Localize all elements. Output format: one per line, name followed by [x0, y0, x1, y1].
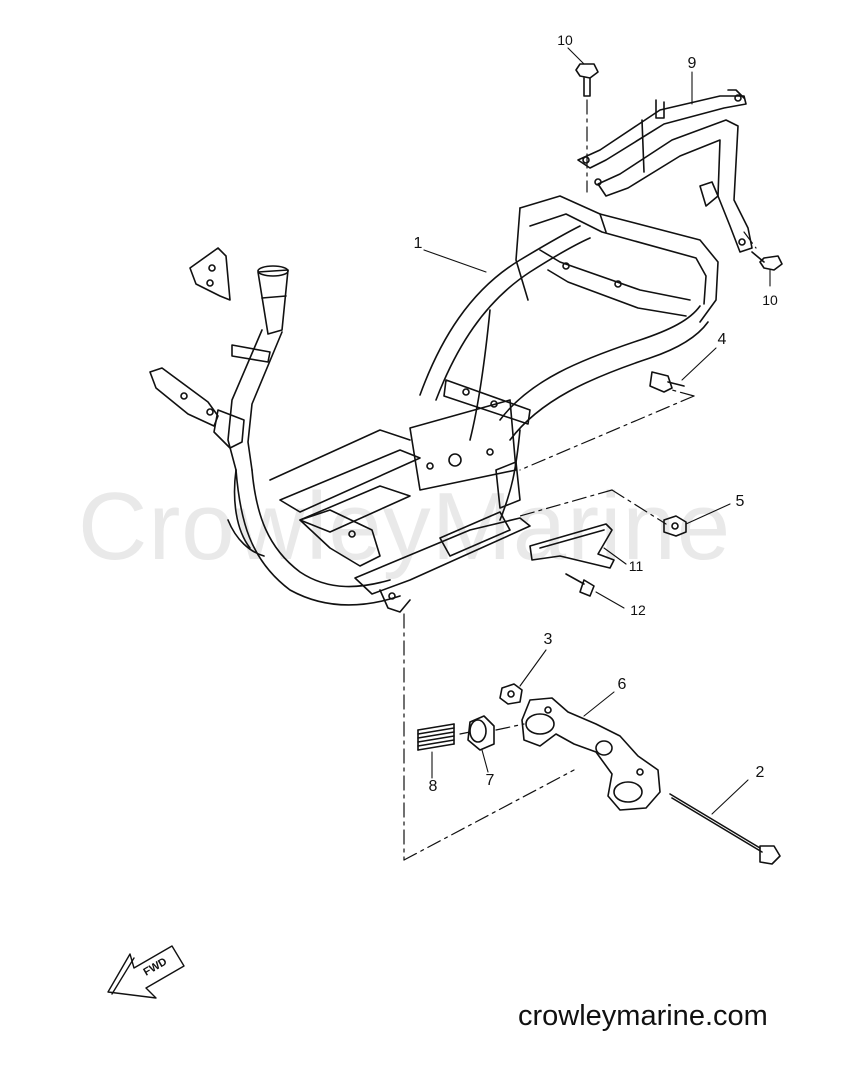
fwd-arrow-icon: FWD — [107, 945, 185, 999]
rear-carrier — [577, 89, 753, 253]
callout-4: 4 — [717, 331, 727, 348]
callout-10-right: 10 — [762, 292, 778, 308]
bolt-12 — [565, 573, 595, 597]
main-stand-6 — [521, 697, 661, 811]
callout-1: 1 — [413, 235, 423, 252]
callout-2: 2 — [755, 764, 765, 781]
bracket-11 — [529, 523, 615, 569]
main-frame — [149, 195, 719, 613]
assembly-lines — [403, 99, 757, 861]
site-url-text: crowleymarine.com — [518, 1000, 768, 1032]
callout-6: 6 — [617, 676, 627, 693]
callout-11: 11 — [628, 558, 644, 574]
callout-10-top: 10 — [557, 32, 573, 48]
callout-8: 8 — [428, 778, 438, 795]
fwd-label: FWD — [142, 956, 170, 979]
nut-3 — [499, 683, 523, 705]
bolt-4 — [649, 371, 685, 393]
bolt-10-top — [575, 63, 599, 97]
bolt-10-right — [751, 251, 783, 271]
callout-9: 9 — [687, 55, 697, 72]
callout-5: 5 — [735, 493, 745, 510]
nut-5 — [663, 515, 687, 537]
bolt-2 — [669, 793, 781, 865]
callout-3: 3 — [543, 631, 553, 648]
spring-8 — [417, 723, 455, 751]
leader-lines — [423, 47, 771, 815]
collar-7 — [467, 715, 495, 751]
callout-7: 7 — [485, 772, 495, 789]
callout-12: 12 — [630, 602, 646, 618]
watermark-text: CrowleyMarine — [78, 473, 732, 580]
